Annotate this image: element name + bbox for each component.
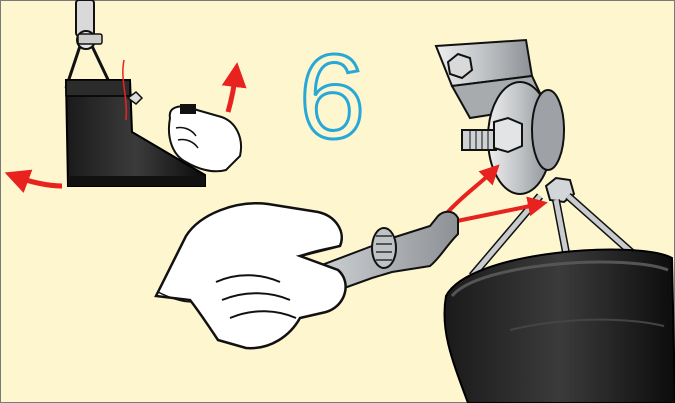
hand-finger-lines [215, 274, 297, 319]
bell-base [68, 176, 205, 186]
guide-string [122, 59, 128, 121]
bell-lift-icon [4, 0, 247, 193]
pull-arrow [4, 169, 63, 193]
lift-arrow [221, 62, 247, 113]
bell-shading [509, 318, 665, 331]
hanger-clamp [77, 33, 103, 45]
thread-lines [469, 130, 489, 150]
worm-gear-teeth [376, 235, 392, 261]
top-nut [446, 52, 474, 80]
thumb-line [299, 245, 341, 257]
bell-rim [65, 79, 131, 97]
wrench-tighten-icon [154, 38, 675, 403]
finger-lines [175, 126, 199, 149]
nut-arrow-lower [451, 196, 548, 224]
bolt-thread [461, 129, 497, 151]
disk-edge [531, 89, 565, 171]
bell-bottom [443, 248, 675, 403]
nut-arrow-upper [444, 164, 500, 216]
knob [180, 104, 196, 114]
hex-nut [493, 116, 523, 154]
lower-nut [544, 176, 576, 204]
wing-nut [126, 91, 144, 105]
wrench-worm-gear [371, 227, 397, 269]
step-number: 6 [299, 30, 366, 164]
bell-rim-highlight [450, 260, 669, 298]
wrist-line [157, 291, 193, 303]
